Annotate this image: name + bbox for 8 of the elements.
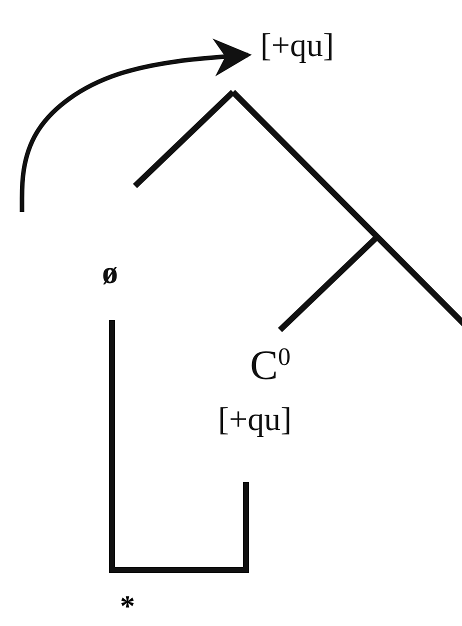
null-element: ø — [80, 186, 140, 320]
feature-label: [+qu] — [218, 404, 302, 482]
movement-arrow — [20, 38, 252, 212]
tree-branch — [278, 236, 378, 332]
feature-label: [+qu] — [248, 30, 334, 92]
tree-branch — [132, 90, 236, 188]
head-label: C$^{0}$ — [250, 330, 314, 395]
bracket-line — [109, 320, 249, 573]
